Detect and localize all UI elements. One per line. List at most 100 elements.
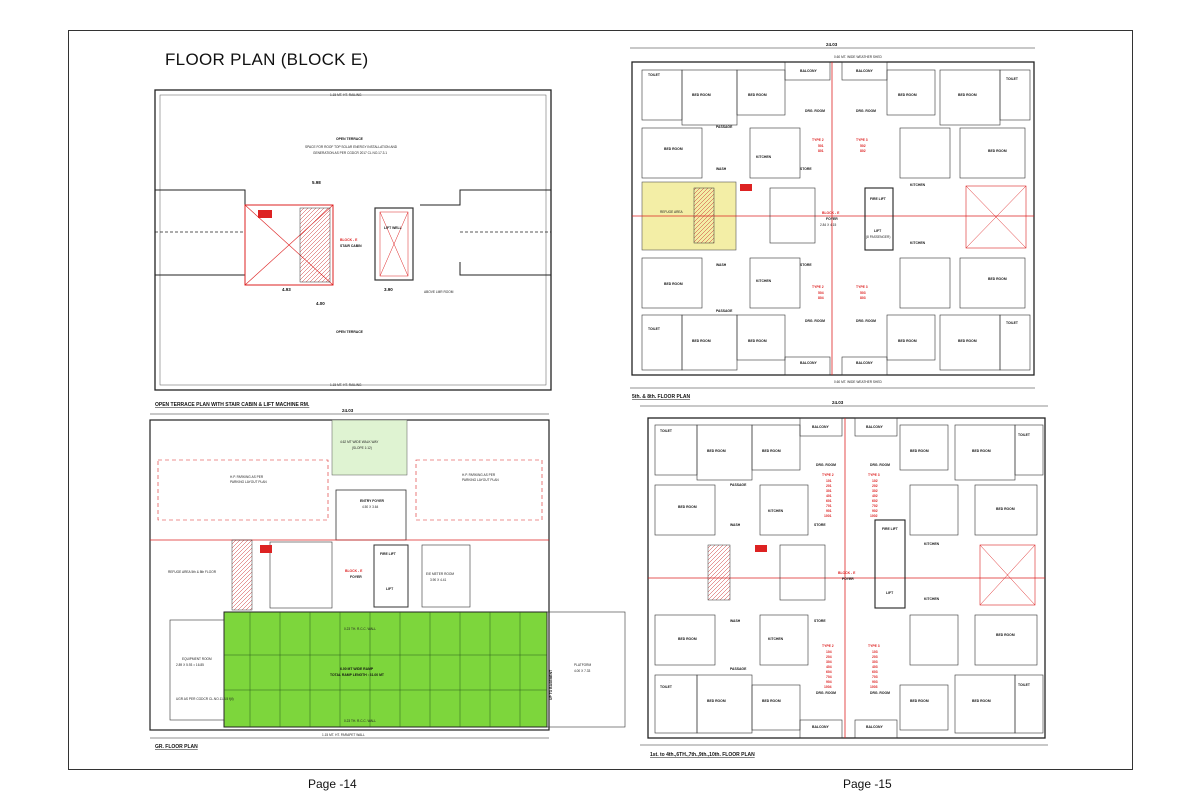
fifth-weather-shed-bottom: 0.60 MT. WIDE WEATHER SHED <box>834 380 882 384</box>
fifth-toilet-4: TOILET <box>1006 321 1019 325</box>
walkway-2: (SLOPE 1:12) <box>352 446 372 450</box>
fifth-bed-3: BED ROOM <box>898 93 917 97</box>
typ-toilet-2: TOILET <box>1018 433 1031 437</box>
typ-drg-2: DRG. ROOM <box>870 463 890 467</box>
walkway <box>331 419 408 476</box>
typ-bed-7: BED ROOM <box>678 637 697 641</box>
above-lmr: ABOVE LMR ROOM <box>424 290 454 294</box>
fifth-kitchen-1: KITCHEN <box>756 155 772 159</box>
fifth-plan-label: 5th. & 8th. FLOOR PLAN <box>632 394 690 400</box>
fifth-balcony-3: BALCONY <box>800 361 818 365</box>
typical-block: BLOCK - E <box>838 571 856 575</box>
typ-passage-1: PASSAGE <box>730 483 747 487</box>
typ-kitchen-4: KITCHEN <box>924 597 940 601</box>
fifth-bed-2: BED ROOM <box>748 93 767 97</box>
typ-bed-6: BED ROOM <box>996 507 1015 511</box>
typical-flat-list-b: 102 202 302 402 602 702 902 1002 <box>870 479 878 518</box>
dim-390: 3.90 <box>384 287 393 292</box>
fifth-fire-lift: FIRE LIFT <box>870 197 887 201</box>
typ-bed-2: BED ROOM <box>762 449 781 453</box>
terrace-block: BLOCK - E <box>340 238 358 242</box>
fifth-bed-5: BED ROOM <box>664 147 683 151</box>
typical-type-d: TYPE 3 <box>868 644 880 648</box>
fifth-bed-10: BED ROOM <box>748 339 767 343</box>
flat-302: 302 <box>872 489 878 493</box>
stair-marker <box>258 210 272 218</box>
flat-703: 703 <box>872 675 878 679</box>
fifth-drg-2: DRG. ROOM <box>856 109 876 113</box>
flat-403: 403 <box>872 665 878 669</box>
fifth-type-d: TYPE 3 <box>856 285 868 289</box>
typical-dim-width: 24.03 <box>832 400 844 405</box>
ground-foyer: FOYER <box>350 575 362 579</box>
typical-type-b: TYPE 3 <box>868 473 880 477</box>
flat-1003: 1003 <box>870 685 878 689</box>
flat-1004: 1004 <box>824 685 832 689</box>
ground-plan-label: GR. FLOOR PLAN <box>155 744 198 750</box>
fifth-foyer-dims: 2.84 X 4.15 <box>820 223 837 227</box>
flat-903: 903 <box>872 680 878 684</box>
fifth-passage-2: PASSAGE <box>716 309 733 313</box>
page-frame <box>68 30 1133 770</box>
fifth-bed-8: BED ROOM <box>988 277 1007 281</box>
fifth-flat-503: 503 <box>860 291 866 295</box>
flat-704: 704 <box>826 675 832 679</box>
fifth-flat-502: 502 <box>860 144 866 148</box>
fifth-wash-2: WASH <box>716 263 727 267</box>
typ-bed-1: BED ROOM <box>707 449 726 453</box>
flat-901: 901 <box>826 509 832 513</box>
typ-store-1: STORE <box>814 523 826 527</box>
flat-303: 303 <box>872 660 878 664</box>
terrace-plan-label: OPEN TERRACE PLAN WITH STAIR CABIN & LIF… <box>155 402 310 408</box>
platform: PLATFORM <box>574 663 591 667</box>
equipment-dims: 2.89 X 5.93 = 16.85 <box>176 663 204 667</box>
typ-bed-9: BED ROOM <box>707 699 726 703</box>
fifth-toilet-3: TOILET <box>648 327 661 331</box>
fifth-type-a: TYPE 2 <box>812 138 824 142</box>
typ-toilet-4: TOILET <box>1018 683 1031 687</box>
ground-fire-lift: FIRE LIFT <box>380 552 397 556</box>
typical-flat-list-a: 101 201 301 401 601 701 901 1001 <box>824 479 832 518</box>
fifth-bed-7: BED ROOM <box>664 282 683 286</box>
typical-type-a: TYPE 2 <box>822 473 834 477</box>
typical-type-c: TYPE 2 <box>822 644 834 648</box>
typical-lift: LIFT <box>886 591 894 595</box>
fifth-wash-1: WASH <box>716 167 727 171</box>
open-terrace-bottom: OPEN TERRACE <box>336 330 364 334</box>
fifth-toilet-2: TOILET <box>1006 77 1019 81</box>
fifth-bed-1: BED ROOM <box>692 93 711 97</box>
platform-dims: 4.00 X 7.33 <box>574 669 591 673</box>
flat-404: 404 <box>826 665 832 669</box>
flat-101: 101 <box>826 479 832 483</box>
entry-dims: 4.50 X 3.64 <box>362 505 379 509</box>
flat-902: 902 <box>872 509 878 513</box>
typ-bed-10: BED ROOM <box>762 699 781 703</box>
fifth-dim-width: 24.03 <box>826 42 838 47</box>
flat-201: 201 <box>826 484 832 488</box>
typ-passage-2: PASSAGE <box>730 667 747 671</box>
fifth-balcony-2: BALCONY <box>856 69 874 73</box>
typ-bed-3: BED ROOM <box>910 449 929 453</box>
wall-note-bottom: 0.23 TH. R.C.C. WALL <box>344 719 376 723</box>
fifth-balcony-1: BALCONY <box>800 69 818 73</box>
fifth-drg-3: DRG. ROOM <box>805 319 825 323</box>
lift-well-label: LIFT WELL <box>384 226 402 230</box>
page-number-left: Page -14 <box>308 777 357 791</box>
flat-304: 304 <box>826 660 832 664</box>
fifth-kitchen-2: KITCHEN <box>910 183 926 187</box>
fifth-store-1: STORE <box>800 167 812 171</box>
typical-fire-lift: FIRE LIFT <box>882 527 899 531</box>
fifth-type-c: TYPE 2 <box>812 285 824 289</box>
fifth-balcony-4: BALCONY <box>856 361 874 365</box>
fifth-bed-4: BED ROOM <box>958 93 977 97</box>
typ-kitchen-3: KITCHEN <box>768 637 784 641</box>
typical-plan: 24.03 BLOCK - E FOYER FIRE LIFT LIF <box>640 400 1048 758</box>
terrace-outline <box>154 89 552 391</box>
entry-foyer: ENTRY FOYER <box>360 499 384 503</box>
ugr-note: UGR AS PER CGDCR CL.NO.11.3.5 f(ii) <box>176 697 234 701</box>
ground-lift: LIFT <box>386 587 394 591</box>
typical-flat-list-c: 104 204 304 404 604 704 904 1004 <box>824 650 832 689</box>
fifth-kitchen-3: KITCHEN <box>756 279 772 283</box>
fifth-passenger: (8 PASSENGER) <box>866 235 890 239</box>
fifth-drg-4: DRG. ROOM <box>856 319 876 323</box>
